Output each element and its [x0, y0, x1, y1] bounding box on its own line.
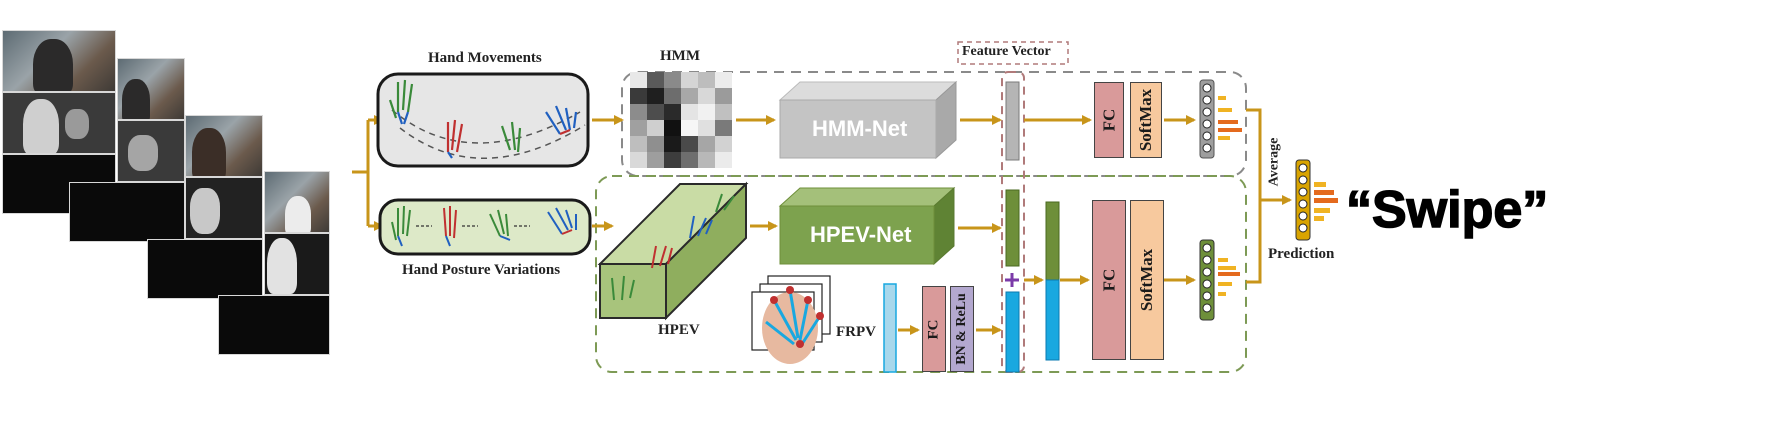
hand-movements-panel [376, 72, 590, 168]
person-silhouette [122, 79, 150, 119]
fusion-fc-layer: FC [1092, 200, 1126, 360]
feature-vector-column [1001, 71, 1025, 373]
fusion-softmax-label: SoftMax [1137, 248, 1157, 312]
heatmap-icon [630, 72, 732, 168]
depth-hand [65, 109, 89, 139]
hmm-feature-vector [1005, 81, 1020, 161]
hand-posture-variations-label: Hand Posture Variations [402, 262, 561, 278]
hpev-feature-vector [1005, 189, 1020, 267]
frpv-feature-vector [1005, 291, 1020, 373]
hand-posture-panel [378, 198, 592, 256]
posture-sequence [391, 205, 577, 247]
depth-silhouette [23, 99, 59, 153]
frpv-label: FRPV [836, 324, 876, 340]
hand-movements-label: Hand Movements [428, 50, 542, 66]
movement-trajectory-lower [399, 124, 586, 159]
rgb-frame-3 [185, 115, 263, 177]
frpv-fc-layer: FC [922, 286, 946, 372]
predicted-class: “Swipe” [1345, 180, 1549, 240]
prediction-label: Prediction [1268, 246, 1335, 262]
fusion-fc-label: FC [1098, 268, 1118, 292]
hmm-fc-layer: FC [1094, 82, 1124, 158]
frpv-fc-label: FC [925, 319, 942, 339]
depth-frame-3 [185, 177, 263, 239]
fused-vector-bottom [1045, 279, 1060, 361]
hmm-softmax-layer: SoftMax [1130, 82, 1162, 158]
hmm-score-column [1199, 79, 1242, 159]
fusion-softmax-layer: SoftMax [1130, 200, 1164, 360]
hpev-net-block [778, 186, 956, 266]
movement-trajectory-upper [391, 109, 581, 144]
feature-vector-label: Feature Vector [962, 44, 1051, 59]
feature-vector-label-box [957, 41, 1069, 65]
rgb-frame-4 [264, 171, 330, 233]
average-label-wrap: Average [1262, 132, 1286, 192]
hpev-label: HPEV [658, 322, 700, 338]
hpev-branch-box [595, 175, 1247, 373]
average-merge-arrows [1246, 108, 1292, 284]
person-silhouette [285, 196, 311, 232]
depth-hand [190, 188, 220, 234]
bn-relu-layer: BN & ReLu [950, 286, 974, 372]
person-silhouette [33, 39, 73, 91]
prediction-score-column [1295, 159, 1338, 241]
hmm-label: HMM [660, 48, 700, 64]
hmm-net-label: HMM-Net [812, 116, 908, 141]
depth-frame-4 [264, 233, 330, 295]
hmm-net-block [778, 80, 958, 160]
rgb-frame-2 [117, 58, 185, 120]
skeleton-frame-2 [69, 182, 185, 242]
depth-frame-2 [117, 120, 185, 182]
depth-hand [128, 135, 158, 171]
depth-silhouette [267, 238, 297, 294]
rgb-frame-1 [2, 30, 116, 92]
plus-icon [1005, 273, 1019, 287]
hpev-volume [597, 181, 749, 321]
skeleton-frame-4 [218, 295, 330, 355]
hmm-fc-label: FC [1098, 108, 1118, 132]
skeleton-hand-icon [388, 79, 578, 159]
hpev-net-label: HPEV-Net [810, 222, 912, 247]
fused-vector-top [1045, 201, 1060, 281]
skeleton-frame-3 [147, 239, 263, 299]
person-silhouette [192, 128, 226, 176]
hand-photo-icon [751, 275, 831, 364]
frpv-vector [883, 283, 897, 373]
fusion-score-column [1199, 239, 1240, 321]
bn-relu-label: BN & ReLu [954, 293, 969, 365]
average-label: Average [1266, 137, 1281, 187]
hmm-softmax-label: SoftMax [1136, 88, 1156, 152]
depth-frame-1 [2, 92, 116, 154]
